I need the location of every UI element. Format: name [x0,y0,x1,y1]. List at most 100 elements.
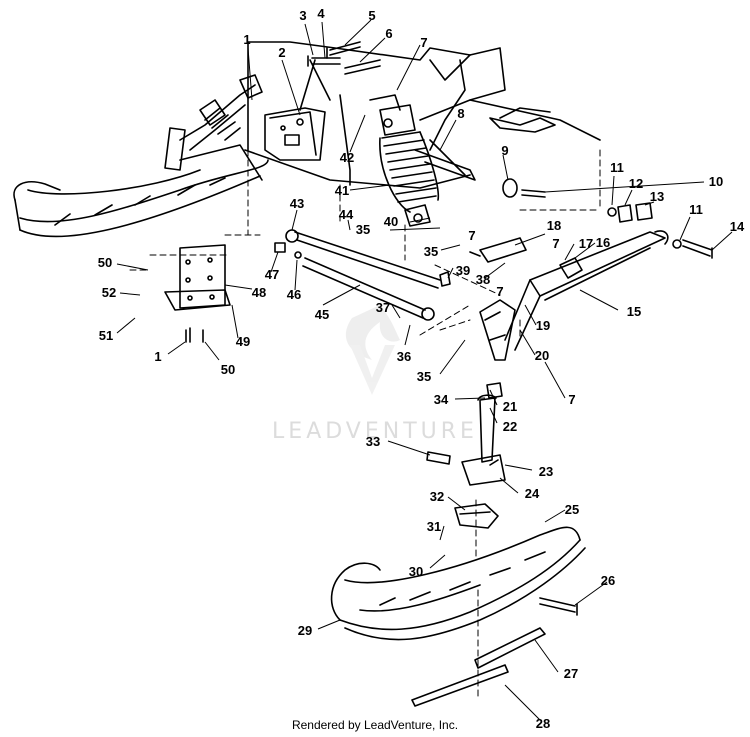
left-ski-background [13,159,269,238]
callout-44: 44 [339,207,354,222]
callout-15: 15 [627,304,641,319]
spindle-assembly [461,299,516,486]
callout-29: 29 [298,623,312,638]
callout-35c: 35 [417,369,431,384]
callout-36: 36 [397,349,411,364]
callout-42: 42 [340,150,354,165]
callout-43: 43 [290,196,304,211]
callout-22: 22 [503,419,517,434]
callout-17: 17 [579,236,593,251]
lower-a-arm [504,230,669,351]
chassis-frame [244,41,601,189]
bushing-13 [635,202,653,221]
callout-35: 35 [356,222,370,237]
callout-14: 14 [730,219,745,234]
callout-39: 39 [456,263,470,278]
callout-26: 26 [601,573,615,588]
front-shock-absorber [369,94,440,227]
watermark-logo-icon [345,305,400,395]
bushing-12 [617,204,633,223]
upper-a-arm-rear [414,139,476,181]
callout-27: 27 [564,666,578,681]
callout-41: 41 [335,183,349,198]
callout-5: 5 [368,8,375,23]
callout-48: 48 [252,285,266,300]
steering-mount-bracket [164,244,231,311]
rod-end-45 [421,307,435,321]
callout-20: 20 [535,348,549,363]
callout-50b: 50 [221,362,235,377]
callout-23: 23 [539,464,553,479]
callout-40: 40 [384,214,398,229]
bolt-1-lower [185,327,191,343]
callout-28: 28 [536,716,550,731]
watermark-text: LEADVENTURE [272,419,478,444]
callout-49: 49 [236,334,250,349]
callout-52: 52 [102,285,116,300]
ski-saddle-32 [454,503,499,529]
callout-16: 16 [596,235,610,250]
radius-rod-44 [294,231,441,289]
callout-50: 50 [98,255,112,270]
footer-credit: Rendered by LeadVenture, Inc. [291,718,459,732]
bolt-47 [274,242,286,253]
wear-bar-27 [474,627,546,669]
callout-1b: 1 [154,349,161,364]
callout-19: 19 [536,318,550,333]
rod-end-39 [439,271,451,287]
callout-34: 34 [434,392,449,407]
callout-8: 8 [457,106,464,121]
callout-2: 2 [278,45,285,60]
pivot-pin [299,55,341,111]
bolt-26 [539,597,578,616]
callout-11b: 11 [689,202,703,217]
callout-18: 18 [547,218,561,233]
callout-45: 45 [315,307,329,322]
leader-lines [116,19,733,721]
callout-3: 3 [299,8,306,23]
callout-numbers: 1 2 3 4 5 6 7 8 9 10 11 12 13 11 14 50 5… [98,6,745,731]
callout-35b: 35 [424,244,438,259]
callout-7d: 7 [552,236,559,251]
tie-rod-end [469,237,527,263]
callout-38: 38 [476,272,490,287]
spindle-pin-33 [426,451,451,465]
callout-47: 47 [265,267,279,282]
washer-46 [294,251,302,259]
bolt-14 [682,239,713,259]
callout-21: 21 [503,399,517,414]
callout-7: 7 [420,35,427,50]
callout-7b: 7 [468,228,475,243]
bushing-9 [502,178,518,198]
callout-33: 33 [366,434,380,449]
callout-51: 51 [99,328,113,343]
callout-25: 25 [565,502,579,517]
radius-rod-45 [302,257,426,319]
callout-6: 6 [385,26,392,41]
front-ski [330,526,586,641]
upper-mount-bracket [264,107,326,161]
callout-1: 1 [243,32,250,47]
callout-10: 10 [709,174,723,189]
callout-46: 46 [287,287,301,302]
callout-32: 32 [430,489,444,504]
callout-12: 12 [629,176,643,191]
rod-end-43 [285,229,299,243]
washer-11 [607,207,617,217]
bolt-6 [344,59,381,75]
bushing-16 [559,257,583,279]
callout-13: 13 [650,189,664,204]
bolt-5 [326,41,361,59]
callout-24: 24 [525,486,540,501]
callout-9: 9 [501,143,508,158]
bolt-10 [521,189,546,198]
carbide-runner-28 [411,664,509,707]
washer-11b [672,239,682,249]
callout-7e: 7 [496,284,503,299]
callout-31: 31 [427,519,441,534]
callout-4: 4 [317,6,325,21]
callout-30: 30 [409,564,423,579]
callout-37: 37 [376,300,390,315]
callout-11: 11 [610,160,624,175]
